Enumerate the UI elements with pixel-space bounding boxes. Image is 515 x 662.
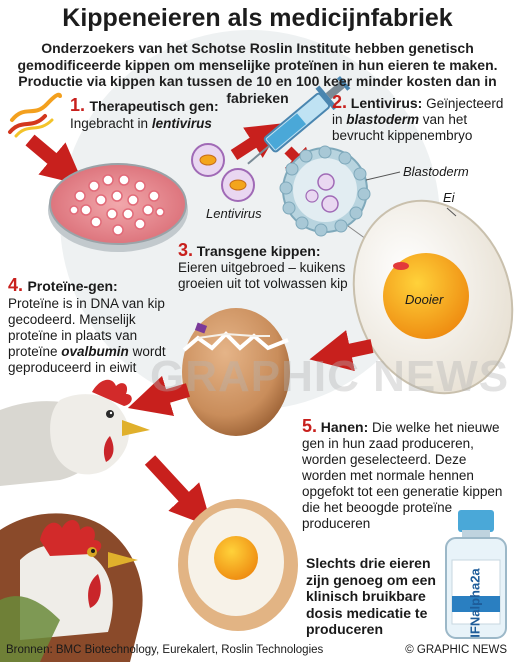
step-1-number: 1.: [70, 95, 86, 115]
background-disc: [60, 30, 440, 410]
hen-illustration: [0, 379, 150, 486]
watermark: GRAPHIC NEWS: [150, 352, 510, 401]
step-2-heading: Lentivirus:: [350, 95, 423, 111]
step-5: 5. Hanen: Die welke het nieuwe gen in hu…: [302, 416, 507, 532]
arrow-egg-to-hen: [127, 375, 191, 417]
arrow-hen-to-egg: [144, 455, 213, 528]
step-4: 4. Proteïne-gen: Proteïne is in DNA van …: [8, 275, 176, 376]
arrow-virus-to-syringe: [230, 123, 284, 161]
step-3: 3. Transgene kippen: Eieren uitgebroed –…: [178, 240, 348, 292]
petri-dish: [48, 163, 188, 252]
step-1-term: lentivirus: [151, 116, 212, 131]
step-4-text-a: Proteïne is in DNA van kip gecodeerd. Me…: [8, 296, 165, 359]
egg-pointer: [446, 207, 457, 217]
step-2-text-a: Geïnjecteerd in: [332, 96, 504, 127]
label-lentivirus: Lentivirus: [206, 206, 262, 221]
hatching-egg: [182, 308, 290, 436]
medicine-vial: [445, 510, 507, 639]
halved-egg: [178, 499, 298, 631]
step-4-term: ovalbumin: [61, 344, 129, 359]
step-2: 2. Lentivirus: Geïnjecteerd in blastoder…: [332, 92, 510, 144]
label-ei: Ei: [443, 190, 455, 205]
arrow-gene-to-dish: [25, 134, 85, 186]
vial-label: IFNalpha2a: [467, 568, 482, 638]
step-4-number: 4.: [8, 275, 24, 295]
step-4-text-c: wordt geproduceerd in eiwit: [8, 344, 166, 375]
step-5-heading: Hanen:: [320, 419, 369, 435]
blastoderm-cells: [279, 145, 371, 237]
step-1: 1. Therapeutisch gen: Ingebracht in lent…: [70, 95, 220, 132]
step-2-term: blastoderm: [346, 112, 420, 127]
lentivirus-particle: [191, 143, 255, 202]
step-5-text: Die welke het nieuwe gen in hun zaad pro…: [302, 420, 503, 531]
conclusion-text: Slechts drie eieren zijn genoeg om een k…: [306, 555, 436, 637]
step-4-heading: Proteïne-gen:: [27, 278, 118, 294]
step-1-text: Ingebracht in: [70, 116, 152, 131]
footer-sources: Bronnen: BMC Biotechnology, Eurekalert, …: [6, 644, 324, 656]
egg-cross-section: [352, 199, 514, 395]
syringe-icon: [247, 75, 351, 165]
step-3-number: 3.: [178, 240, 194, 260]
step-5-number: 5.: [302, 416, 318, 436]
rooster-illustration: [0, 513, 143, 662]
gene-strand-icon: [8, 92, 62, 138]
step-3-text: Eieren uitgebroed – kuikens groeien uit …: [178, 260, 348, 291]
step-1-heading: Therapeutisch gen:: [89, 98, 219, 114]
step-3-heading: Transgene kippen:: [196, 243, 321, 259]
blastoderm-pointer: [365, 171, 401, 181]
step-2-text-c: van het bevrucht kippenembryo: [332, 112, 473, 143]
label-blastoderm: Blastoderm: [403, 164, 469, 179]
label-dooier: Dooier: [405, 292, 444, 307]
step-2-number: 2.: [332, 92, 348, 112]
arrow-egg-to-hatching: [309, 330, 374, 372]
page-title: Kippeneieren als medicijnfabriek: [62, 4, 453, 32]
intro-text: Onderzoekers van het Schotse Roslin Inst…: [17, 40, 498, 106]
footer-credit: © GRAPHIC NEWS: [405, 644, 507, 656]
